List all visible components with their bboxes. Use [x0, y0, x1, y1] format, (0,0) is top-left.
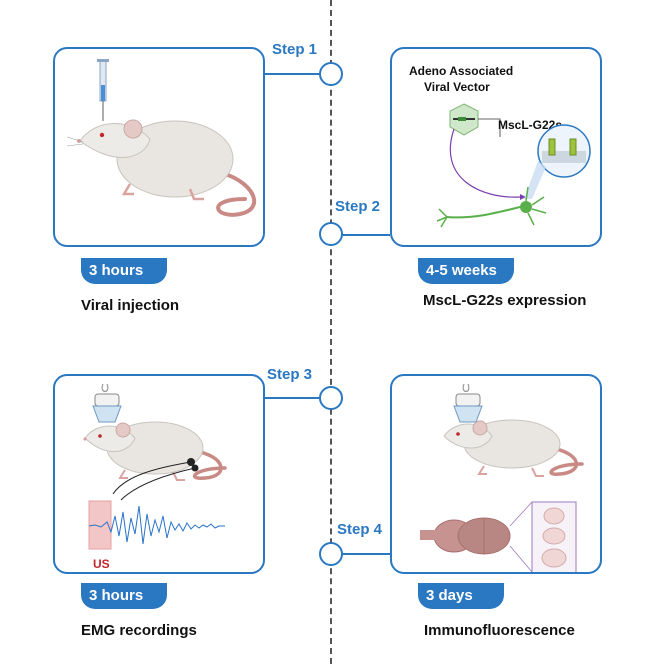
timeline-node-step-4	[319, 542, 343, 566]
mouse-brain-sections-illustration	[420, 383, 584, 572]
connector-step-4	[342, 553, 390, 555]
timeline-node-step-3	[319, 386, 343, 410]
timeline-node-step-1	[319, 62, 343, 86]
step-1-label: Step 1	[272, 41, 318, 58]
panel-immunofluorescence	[390, 374, 602, 574]
step-2-label: Step 2	[335, 198, 381, 215]
caption-step-1: Viral injection	[81, 297, 180, 314]
caption-step-4: Immunofluorescence	[424, 622, 575, 639]
mouse-injection-illustration	[66, 59, 257, 217]
emg-trace	[88, 505, 225, 545]
panel-viral-injection	[53, 47, 265, 247]
step-3-label: Step 3	[267, 366, 313, 383]
vector-label-line2: Viral Vector	[424, 80, 490, 94]
connector-step-2	[342, 234, 390, 236]
panel-emg-recordings: US	[53, 374, 265, 574]
timeline-node-step-2	[319, 222, 343, 246]
duration-badge-step-1: 3 hours	[81, 258, 167, 284]
timeline-dashed-line	[330, 0, 332, 664]
duration-badge-step-2: 4-5 weeks	[418, 258, 514, 284]
duration-badge-step-4: 3 days	[418, 583, 504, 609]
step-4-label: Step 4	[337, 521, 383, 538]
us-label: US	[93, 557, 110, 571]
connector-step-3	[265, 397, 320, 399]
vector-label-line1: Adeno Associated	[409, 64, 513, 78]
panel-expression: Adeno Associated Viral Vector MscL-G22s	[390, 47, 602, 247]
duration-badge-step-3: 3 hours	[81, 583, 167, 609]
channel-label: MscL-G22s	[498, 118, 562, 132]
caption-step-3: EMG recordings	[81, 622, 197, 639]
connector-step-1	[265, 73, 320, 75]
aav-neuron-illustration: Adeno Associated Viral Vector MscL-G22s	[409, 64, 591, 228]
mouse-emg-illustration: US	[83, 383, 227, 571]
caption-step-2: MscL-G22s expression	[423, 292, 587, 309]
